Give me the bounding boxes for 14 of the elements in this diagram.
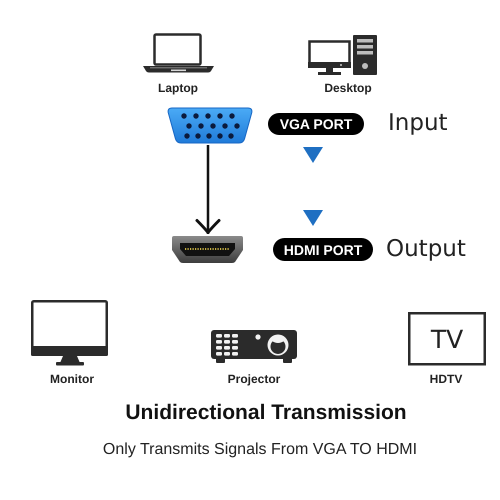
port-role-label: Input [388,112,448,135]
device-label: Desktop [324,82,372,94]
device-label: Laptop [158,82,198,94]
port-badge: HDMI PORT [273,238,373,261]
vga-connector-icon [167,107,253,144]
screen-text: TV [430,327,464,352]
device-label: HDTV [430,373,462,385]
port-badge: VGA PORT [268,113,364,135]
device-label: Projector [228,373,280,385]
caption: Only Transmits Signals From VGA TO HDMI [102,442,418,458]
title: Unidirectional Transmission [125,402,407,423]
device-label: Monitor [50,373,94,385]
hdmi-connector-icon [171,235,244,264]
port-role-label: Output [386,238,466,261]
